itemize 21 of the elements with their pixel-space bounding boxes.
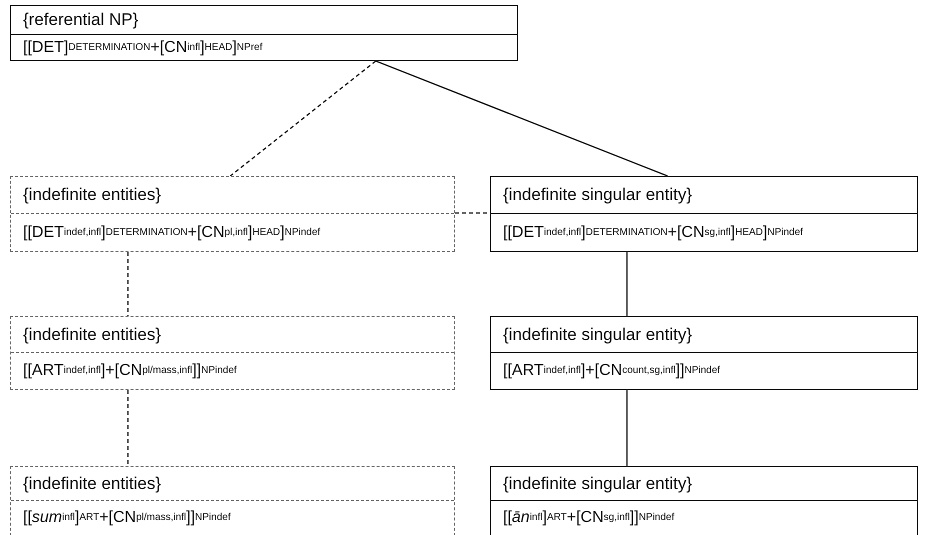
frame — [490, 466, 918, 535]
dashed-frame — [10, 316, 455, 390]
frame — [490, 316, 918, 390]
frame — [10, 5, 518, 61]
category-label: {indefinite entities} — [22, 472, 162, 494]
category-label: {indefinite entities} — [22, 324, 162, 346]
dashed-connector — [127, 252, 129, 316]
category-label: {indefinite entities} — [22, 184, 162, 206]
dashed-connector — [455, 212, 490, 214]
category-label: {referential NP} — [22, 9, 140, 31]
category-label: {indefinite singular entity} — [502, 472, 694, 494]
category-label: {indefinite singular entity} — [502, 184, 694, 206]
connector-line — [626, 390, 628, 466]
dashed-frame — [10, 176, 455, 252]
category-label: {indefinite singular entity} — [502, 324, 694, 346]
dashed-connector — [127, 390, 129, 466]
dashed-connector — [230, 60, 376, 176]
connector-line — [626, 252, 628, 316]
dashed-frame — [10, 466, 455, 535]
connector-line — [376, 60, 668, 177]
frame — [490, 176, 918, 252]
